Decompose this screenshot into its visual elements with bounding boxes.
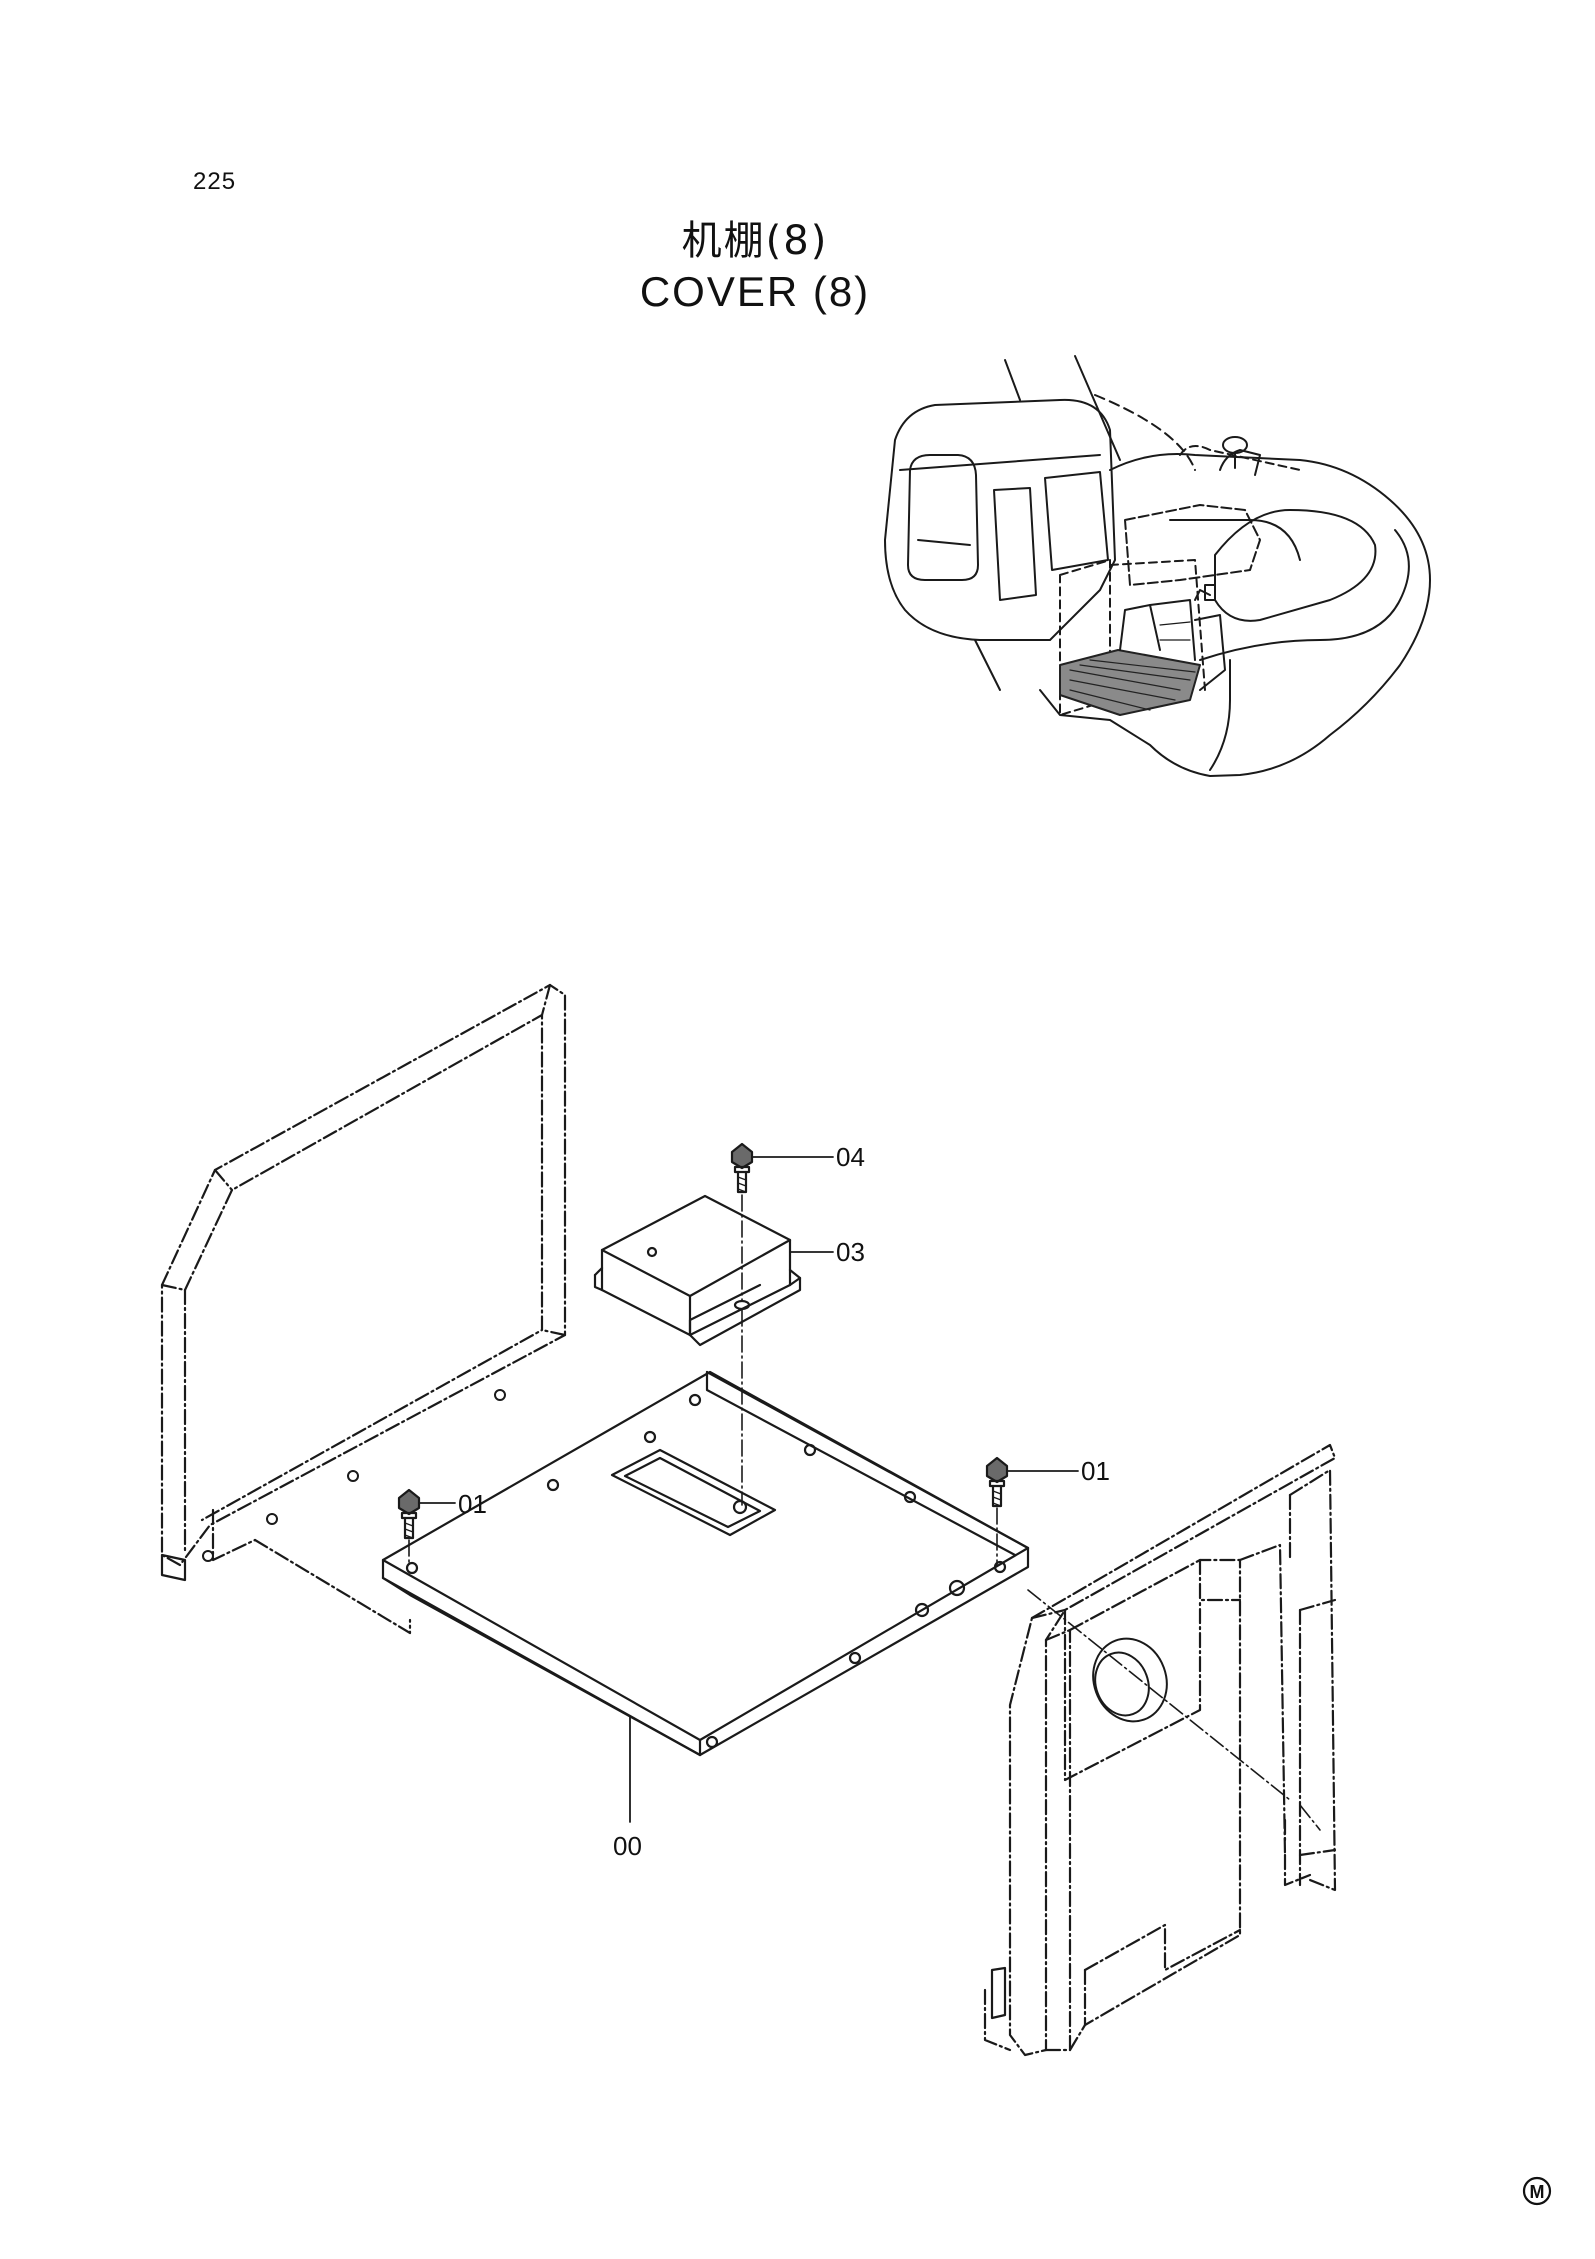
box-part-03 (593, 1194, 802, 1347)
leader-lines (418, 1156, 1079, 1823)
callout-03-label: 03 (836, 1237, 865, 1267)
callout-01-left-label: 01 (458, 1489, 487, 1519)
right-frame-hole (1092, 1637, 1168, 1723)
machine-locator-illustration (884, 355, 1431, 777)
left-frame-foot (160, 1553, 187, 1582)
bolt-part-04 (730, 1142, 754, 1194)
callout-00-label: 00 (613, 1831, 642, 1861)
page-title-cn: 机棚(8) (681, 218, 829, 264)
right-frame-panel (1008, 1443, 1337, 2057)
left-frame-panel (160, 983, 567, 1567)
cover-plate-part-00 (381, 1370, 1030, 1757)
page-number: 225 (193, 168, 237, 195)
footer-circle-mark: M (1522, 2176, 1552, 2206)
alignment-lines (408, 1194, 1321, 1831)
callout-04-label: 04 (836, 1142, 865, 1172)
right-frame-slot (990, 1966, 1007, 2020)
left-frame-bracket (211, 1508, 257, 1562)
left-frame-holes (202, 1389, 506, 1562)
footer-mark-letter: M (1530, 2182, 1545, 2202)
bolt-part-01-left (397, 1488, 421, 1540)
page-title-en: COVER (8) (639, 268, 871, 315)
exploded-parts-view (160, 983, 1337, 2057)
callout-01-right-label: 01 (1081, 1456, 1110, 1486)
bolt-part-01-right (985, 1456, 1009, 1508)
